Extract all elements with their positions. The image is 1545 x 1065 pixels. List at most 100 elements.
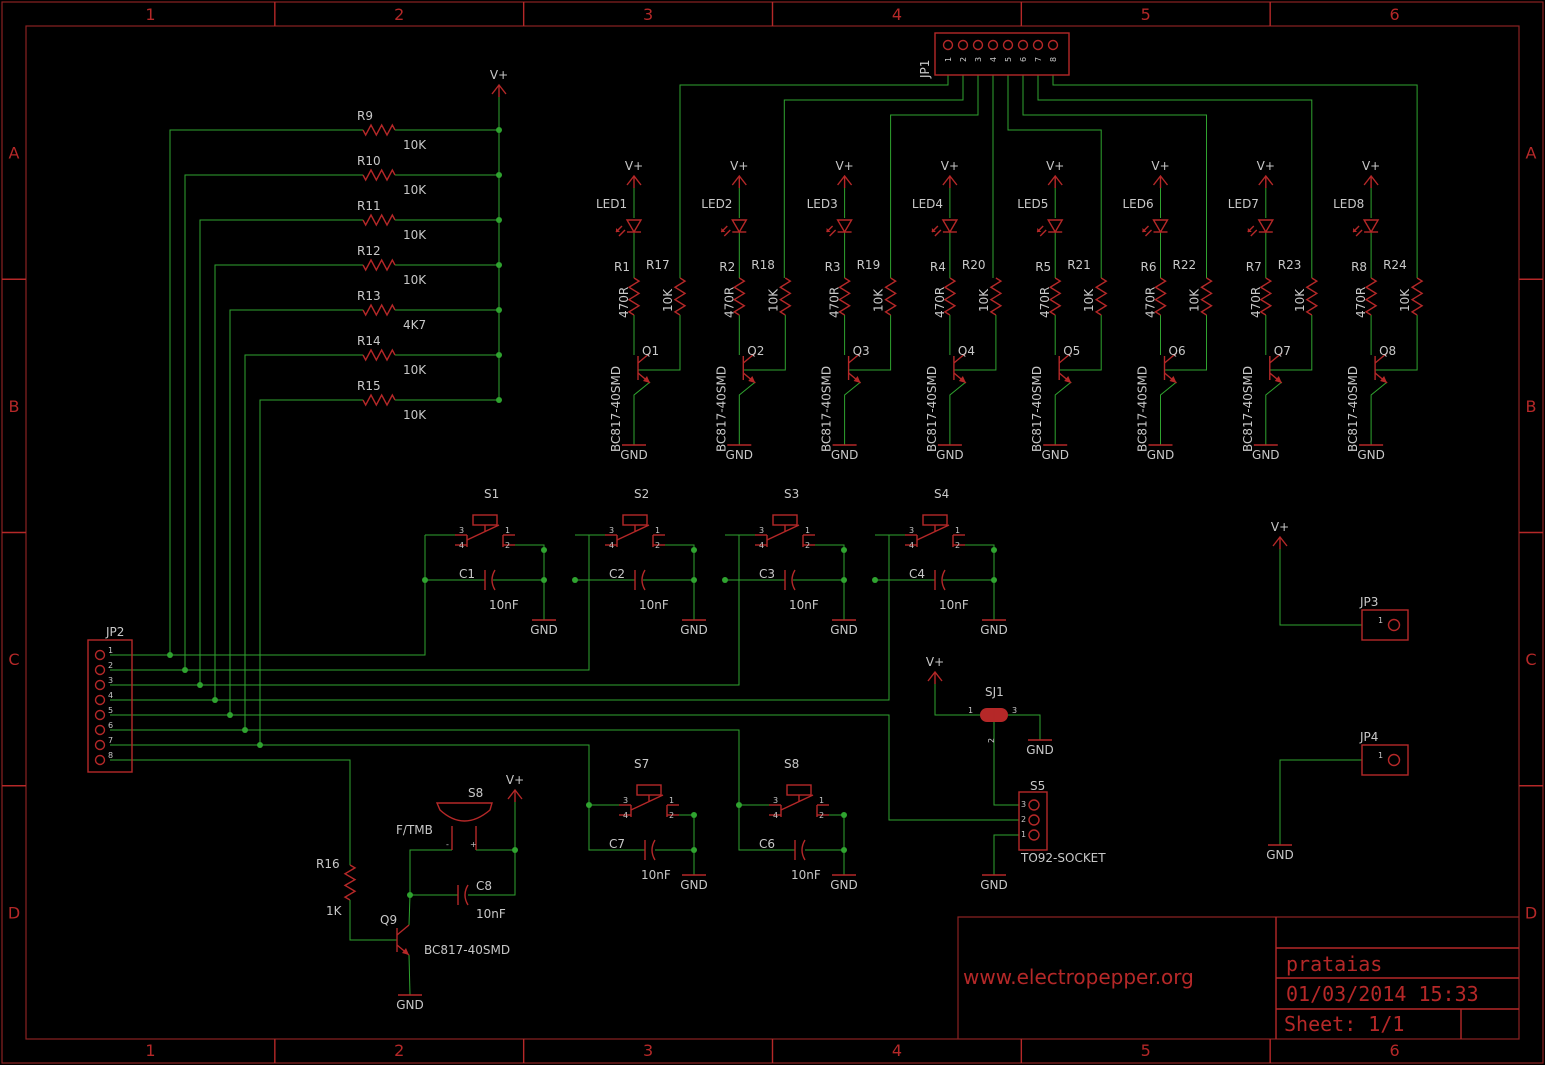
row-label-right: B (1526, 397, 1537, 416)
led-symbol (731, 219, 748, 234)
pullup-wire (199, 219, 363, 685)
jp1-net-5 (1007, 75, 1102, 278)
switch-ref: S4 (934, 487, 949, 501)
jp1-pin-hole (1017, 39, 1029, 51)
switch-pin-4: 4 (773, 811, 778, 820)
resistor-ref: R12 (357, 244, 381, 258)
sensor-pin-number: 1 (1021, 830, 1026, 839)
capacitor-value: 10nF (641, 868, 671, 882)
sheet-number: Sheet: 1/1 (1284, 1012, 1404, 1036)
jp3-connector-body (1361, 609, 1409, 641)
base-wire (1164, 315, 1207, 371)
resistor-value: 10K (661, 288, 675, 312)
jp1-net-6 (1022, 75, 1207, 278)
vplus-label: V+ (506, 773, 524, 787)
pullup-wire (229, 309, 363, 715)
net-buzzer (110, 759, 351, 865)
switch-pin-3: 3 (609, 526, 614, 535)
vplus-label: V+ (1362, 159, 1380, 173)
capacitor-value: 10nF (476, 907, 506, 921)
led-light-ray (1145, 229, 1152, 237)
column-label-top: 4 (892, 5, 902, 24)
jp1-pin-number: 1 (944, 57, 953, 62)
jp1-pin-number: 2 (959, 57, 968, 62)
led-symbol (1152, 219, 1169, 234)
base-wire (1059, 315, 1102, 371)
switch-pin-2: 2 (955, 541, 960, 550)
pushbutton-contact (616, 524, 650, 541)
junction-dot (541, 547, 547, 553)
led-ref: LED4 (912, 197, 943, 211)
sensor-pin-hole (1028, 799, 1040, 811)
resistor-symbol (362, 393, 396, 407)
ground-label: GND (830, 878, 858, 892)
led-ref: LED2 (701, 197, 732, 211)
switch-pin-2: 2 (505, 541, 510, 550)
jp1-pin-number: 8 (1049, 57, 1058, 62)
jp1-net-3 (890, 75, 979, 278)
capacitor-ref: C7 (609, 837, 625, 851)
emitter-wire (633, 381, 651, 445)
switch-pin-1: 1 (669, 796, 674, 805)
jp1-pin-hole (1032, 39, 1044, 51)
switch-pin-2: 2 (655, 541, 660, 550)
led-ray-arrow (1353, 228, 1358, 232)
led-ray-arrow (721, 228, 726, 232)
capacitor-plate-curved (491, 569, 496, 591)
solder-jumper-pin: 1 (968, 706, 973, 715)
transistor-value: BC817-40SMD (925, 366, 939, 452)
switch-pin-3: 3 (623, 796, 628, 805)
switch-pin-4: 4 (759, 541, 764, 550)
symbols (87, 32, 1424, 996)
led-ref: LED5 (1017, 197, 1048, 211)
resistor-symbol (1094, 277, 1108, 316)
vplus-label: V+ (1257, 159, 1275, 173)
emitter-wire (1265, 381, 1283, 445)
jp1-net-1 (679, 75, 949, 278)
transistor-ref: Q8 (1379, 344, 1396, 358)
resistor-symbol (1200, 277, 1213, 316)
ground-label: GND (530, 623, 558, 637)
led-ref: LED3 (807, 197, 838, 211)
resistor-symbol (1410, 277, 1424, 316)
resistor-symbol (1048, 277, 1062, 316)
jp4-label: JP4 (1359, 730, 1378, 744)
transistor-collector (1164, 352, 1177, 364)
vplus-label: V+ (926, 655, 944, 669)
resistor-symbol (778, 277, 792, 316)
row-label-right: D (1525, 903, 1537, 922)
jp2-connector-body (87, 639, 133, 773)
jp3-label: JP3 (1359, 595, 1378, 609)
ground-label: GND (1026, 743, 1054, 757)
pullup-wire (214, 264, 363, 700)
resistor-symbol (362, 213, 396, 227)
led-light-ray (618, 229, 626, 237)
buzzer-body (435, 802, 493, 822)
pushbutton-actuator (772, 514, 798, 526)
resistor-value: 10K (977, 288, 991, 312)
emitter-arrow (958, 376, 966, 383)
resistor-ref: R16 (316, 857, 340, 871)
switch-pin-2: 2 (805, 541, 810, 550)
row-label-left: A (9, 144, 20, 163)
jp1-net-8 (1052, 75, 1418, 278)
pushbutton-actuator (922, 514, 948, 526)
title-block-border (957, 916, 1519, 1039)
sensor-pin-hole (1028, 814, 1040, 826)
emitter-arrow (1169, 376, 1177, 383)
cap-wire (468, 850, 516, 896)
solder-jumper-ref: SJ1 (985, 685, 1004, 699)
column-label-bottom: 6 (1389, 1041, 1399, 1060)
resistor-ref: R14 (357, 334, 381, 348)
jp3-pin-number: 1 (1378, 616, 1383, 625)
switch-wire (815, 544, 845, 620)
jp2-pin-hole (94, 694, 106, 706)
jp2-pin-hole (94, 709, 106, 721)
resistor-symbol (362, 123, 396, 137)
resistor-ref: R8 (1351, 260, 1367, 274)
capacitor-plate-curved (651, 839, 656, 861)
led-light-ray (723, 229, 731, 237)
row-label-right: C (1525, 650, 1536, 669)
ground-label: GND (1266, 848, 1294, 862)
vplus-label: V+ (1046, 159, 1064, 173)
